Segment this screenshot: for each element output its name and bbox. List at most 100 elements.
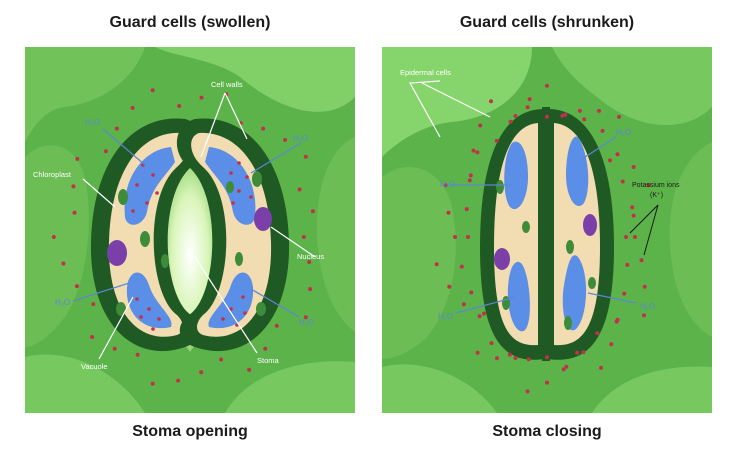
potassium-ion: [176, 378, 181, 383]
potassium-ion: [71, 184, 76, 189]
potassium-ion: [525, 389, 530, 394]
potassium-ion: [150, 88, 155, 93]
potassium-ion: [90, 335, 95, 339]
potassium-ion: [467, 178, 472, 183]
potassium-ion: [231, 201, 235, 205]
potassium-leader-lines: [629, 204, 659, 256]
label-water-4: H₂O: [640, 302, 655, 311]
potassium-ion: [617, 114, 621, 119]
potassium-ion: [624, 235, 628, 239]
potassium-ion: [469, 290, 474, 295]
vacuole-right-bottom: [562, 255, 587, 331]
potassium-ion: [639, 258, 644, 263]
label-water-4: H₂O: [299, 318, 314, 327]
potassium-ion: [219, 357, 224, 362]
label-vacuole: Vacuole: [81, 362, 108, 371]
potassium-ion: [151, 327, 155, 331]
potassium-ion: [489, 99, 493, 104]
potassium-ion: [261, 126, 266, 131]
potassium-ion: [303, 154, 308, 159]
nucleus-left: [107, 240, 127, 266]
potassium-ion: [495, 356, 499, 361]
potassium-ion: [478, 123, 483, 128]
water-arrows: [72, 128, 302, 318]
label-water-2: H₂O: [616, 128, 631, 137]
label-chloroplast: Chloroplast: [33, 170, 72, 179]
potassium-ion: [247, 367, 252, 372]
potassium-ion: [112, 346, 117, 351]
potassium-ion: [459, 264, 464, 269]
label-stoma: Stoma: [257, 356, 280, 365]
potassium-ion: [177, 104, 182, 108]
potassium-ion: [237, 161, 241, 165]
potassium-ion: [526, 357, 531, 362]
potassium-ion: [301, 235, 306, 239]
potassium-ion: [625, 262, 630, 267]
potassium-ion: [130, 105, 135, 110]
potassium-ion: [633, 235, 637, 239]
potassium-ion: [630, 205, 635, 210]
potassium-ion: [221, 317, 225, 321]
potassium-ion: [446, 210, 451, 215]
potassium-ion: [489, 341, 494, 346]
vacuole-left-bottom: [126, 272, 172, 329]
label-water-2: H₂O: [293, 134, 308, 143]
potassium-ion: [229, 171, 233, 175]
label-water-3: H₂O: [438, 312, 453, 321]
potassium-ion: [135, 352, 140, 357]
potassium-ion: [582, 117, 587, 122]
potassium-ion: [114, 126, 119, 131]
potassium-ion: [453, 235, 457, 239]
potassium-ion: [307, 260, 312, 264]
potassium-ion: [525, 105, 530, 110]
potassium-ion: [563, 112, 568, 117]
left-panel-title: Guard cells (swollen): [109, 14, 271, 31]
potassium-ion: [475, 150, 480, 155]
potassium-ion: [614, 319, 619, 324]
vacuole-left-top: [504, 141, 528, 210]
shrunken-guard-cells-diagram: Epidermal cells Potassium ions (K⁺) H₂O …: [382, 47, 712, 413]
potassium-ion: [103, 149, 108, 154]
potassium-ion: [507, 352, 512, 357]
epidermal-cells: [382, 47, 712, 413]
label-epidermal-cells: Epidermal cells: [400, 68, 451, 77]
potassium-ion: [468, 173, 473, 178]
potassium-ion: [443, 183, 448, 188]
potassium-ions: [434, 83, 651, 394]
potassium-ion: [609, 342, 614, 347]
vacuole-right-bottom: [208, 272, 254, 329]
potassium-ion: [545, 83, 549, 88]
right-diagram-panel: Epidermal cells Potassium ions (K⁺) H₂O …: [382, 47, 712, 418]
potassium-ion: [560, 113, 565, 118]
nucleus-right: [254, 207, 272, 231]
potassium-ion: [303, 315, 308, 320]
potassium-ion: [545, 355, 549, 360]
vacuole-right-top: [566, 136, 589, 207]
potassium-ion: [74, 284, 79, 289]
leader-lines: [82, 92, 316, 360]
potassium-ion: [642, 284, 647, 289]
potassium-ion: [157, 317, 161, 321]
potassium-ion: [72, 210, 77, 215]
potassium-ion: [620, 179, 625, 184]
potassium-ion: [51, 235, 56, 239]
potassium-ion: [297, 187, 302, 192]
potassium-ion: [622, 291, 627, 296]
potassium-ion: [471, 148, 476, 153]
potassium-ion: [527, 97, 532, 102]
potassium-ion: [466, 235, 470, 239]
potassium-ion: [91, 302, 96, 307]
swollen-guard-cells-diagram: Cell walls Chloroplast Nucleus Vacuole S…: [25, 47, 355, 413]
potassium-ion: [199, 95, 204, 100]
potassium-ion: [577, 108, 582, 113]
potassium-ion: [229, 307, 233, 311]
potassium-ion: [564, 364, 569, 369]
potassium-ion: [75, 156, 80, 161]
potassium-ion: [434, 262, 439, 267]
potassium-ion: [131, 209, 135, 213]
label-water-3: H₂O: [55, 298, 70, 307]
potassium-ion: [475, 350, 480, 355]
potassium-ion: [151, 173, 155, 177]
potassium-ion: [477, 314, 482, 319]
potassium-ion: [245, 175, 249, 179]
